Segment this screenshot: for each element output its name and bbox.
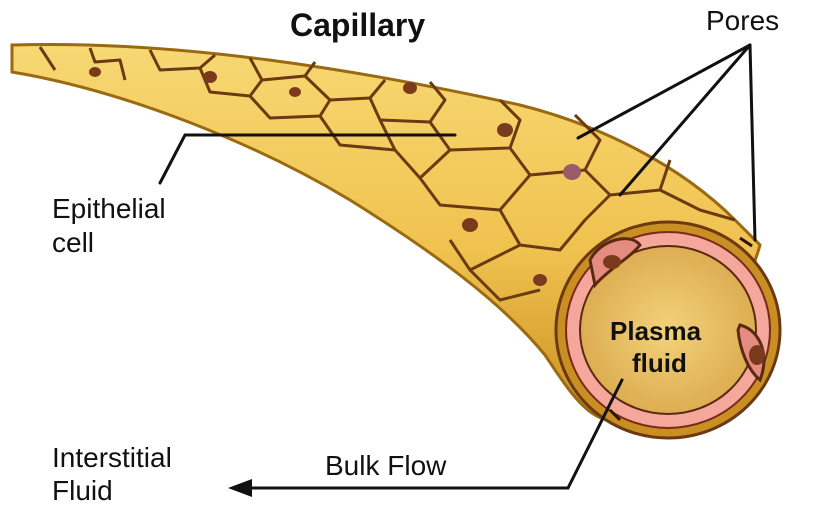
pores-leader-2: [620, 45, 750, 195]
label-epithelial-line1: Epithelial: [52, 193, 166, 224]
bulk-flow-arrowhead: [228, 479, 252, 497]
ring-nucleus-left: [603, 255, 621, 269]
label-interstitial-line2: Fluid: [52, 475, 113, 506]
label-epithelial-line2: cell: [52, 227, 94, 258]
label-pores: Pores: [706, 5, 779, 36]
pores-leader-1: [578, 45, 750, 138]
label-plasma-line2: fluid: [632, 348, 687, 378]
pores-leader-3: [750, 45, 755, 240]
ring-nucleus-right: [749, 345, 765, 365]
label-interstitial-line1: Interstitial: [52, 442, 172, 473]
diagram-title: Capillary: [290, 7, 425, 43]
label-plasma-line1: Plasma: [610, 316, 702, 346]
label-bulk-flow: Bulk Flow: [325, 450, 447, 481]
